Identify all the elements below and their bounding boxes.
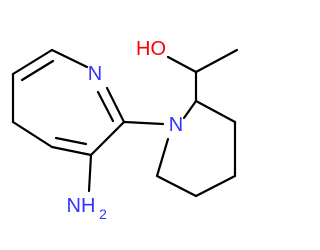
bond-pip-1 xyxy=(182,99,198,120)
bond-side-2 xyxy=(194,48,239,74)
structure-diagram: N N HO NH 2 xyxy=(11,38,239,222)
bond-amine xyxy=(87,153,93,193)
bond-pip-2 xyxy=(194,99,237,124)
hydroxyl-label: HO xyxy=(136,38,166,60)
bond-pip-4 xyxy=(194,174,237,198)
bond-pip-6 xyxy=(155,137,170,178)
piperidine-nitrogen-label: N xyxy=(169,114,183,136)
amine-label: NH xyxy=(67,195,96,217)
bond-aryl-n xyxy=(122,120,165,126)
bond-side-3 xyxy=(166,55,198,74)
bond-pyr-4 xyxy=(89,120,126,157)
molecule-drawing: N N HO NH 2 xyxy=(11,38,239,222)
hydroxyethyl-chain xyxy=(166,48,239,103)
pyridine-nitrogen-label: N xyxy=(88,63,102,85)
bond-pyr-1 xyxy=(11,48,54,76)
bond-pyr-6 xyxy=(11,120,54,149)
piperidine-ring xyxy=(155,99,237,198)
bond-pyr-3-inner xyxy=(96,90,115,123)
bond-pyr-5 xyxy=(50,145,93,157)
bond-pyr-1-inner xyxy=(20,59,55,82)
bond-pyr-3 xyxy=(105,86,126,124)
pyridine-ring xyxy=(11,48,126,157)
bond-pyr-2 xyxy=(50,48,89,69)
bond-pip-5 xyxy=(155,174,198,198)
amine-subscript: 2 xyxy=(99,206,107,222)
bond-pyr-5-inner xyxy=(54,136,88,146)
